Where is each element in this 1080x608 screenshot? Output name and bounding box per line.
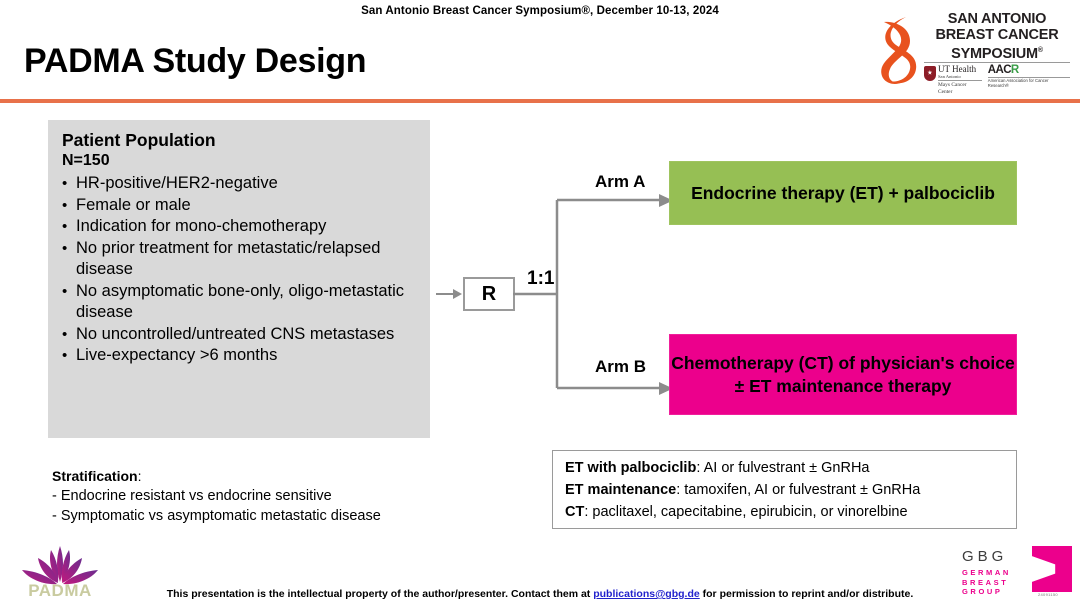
population-title: Patient Population — [62, 130, 216, 150]
copyright-footer: This presentation is the intellectual pr… — [0, 588, 1080, 600]
gbg-code: 24091150 — [1038, 592, 1058, 597]
population-n: N=150 — [62, 152, 110, 169]
randomization-node: R — [463, 277, 515, 311]
arm-b-treatment-box: Chemotherapy (CT) of physician's choice … — [669, 334, 1017, 415]
sabcs-logo-line1: SAN ANTONIO — [947, 11, 1047, 27]
legend-value: : tamoxifen, AI or fulvestrant ± GnRHa — [676, 482, 921, 498]
randomization-branch-lines — [513, 194, 673, 395]
legend-label: ET maintenance — [565, 482, 677, 498]
header-divider — [0, 99, 1080, 103]
symposium-header-line: San Antonio Breast Cancer Symposium®, De… — [361, 5, 719, 17]
arm-a-treatment-box: Endocrine therapy (ET) + palbociclib — [669, 161, 1017, 225]
gbg-name-line3: GROUP — [962, 587, 1003, 596]
gbg-initials: GBG — [962, 548, 1008, 565]
publications-email-link[interactable]: publications@gbg.de — [593, 588, 700, 600]
legend-line: ET with palbociclib: AI or fulvestrant ±… — [565, 457, 1006, 479]
sabcs-logo-line3: SYMPOSIUM® — [951, 45, 1043, 62]
list-item: Indication for mono-chemotherapy — [62, 216, 418, 238]
footer-text-before: This presentation is the intellectual pr… — [166, 588, 594, 600]
sabcs-ribbon-icon — [881, 17, 917, 85]
treatment-legend-box: ET with palbociclib: AI or fulvestrant ±… — [552, 450, 1017, 529]
stratification-colon: : — [137, 468, 142, 484]
gbg-logo: GBG GERMAN BREAST GROUP 24091150 — [962, 546, 1072, 597]
padma-wordmark: PADMA — [28, 581, 92, 600]
randomization-ratio: 1:1 — [527, 268, 555, 289]
page-title: PADMA Study Design — [24, 42, 367, 80]
gbg-name-line1: GERMAN — [962, 568, 1011, 577]
footer-text-after: for permission to reprint and/or distrib… — [699, 588, 914, 600]
list-item: HR-positive/HER2-negative — [62, 173, 418, 195]
sabcs-logo-line2: BREAST CANCER — [935, 26, 1059, 43]
ut-shield-icon — [924, 66, 936, 81]
list-item: No uncontrolled/untreated CNS metastases — [62, 324, 418, 346]
population-criteria-list: HR-positive/HER2-negative Female or male… — [62, 173, 418, 367]
stratification-item: - Symptomatic vs asymptomatic metastatic… — [52, 508, 381, 524]
legend-label: ET with palbociclib — [565, 460, 697, 476]
legend-value: : paclitaxel, capecitabine, epirubicin, … — [584, 504, 908, 520]
padma-lotus-icon — [22, 546, 98, 585]
logo-partners: UT Health San Antonio Mays Cancer Center… — [924, 64, 1070, 96]
legend-label: CT — [565, 504, 585, 520]
legend-value: : AI or fulvestrant ± GnRHa — [696, 460, 870, 476]
patient-population-box: Patient Population N=150 HR-positive/HER… — [48, 120, 430, 438]
inflow-arrow-icon — [436, 289, 462, 299]
list-item: No asymptomatic bone-only, oligo-metasta… — [62, 281, 418, 324]
ut-health-label: UT Health — [938, 64, 977, 74]
gbg-fullname: GERMAN BREAST GROUP — [962, 568, 1011, 597]
registered-mark: ® — [1037, 47, 1043, 54]
list-item: Live-expectancy >6 months — [62, 345, 418, 367]
sabcs-logo: SAN ANTONIO BREAST CANCER SYMPOSIUM® UT … — [876, 11, 1072, 96]
aacr-label: AACR — [987, 64, 1019, 76]
ut-sub1: San Antonio — [938, 73, 961, 79]
gbg-mark-icon — [1032, 546, 1072, 592]
legend-line: ET maintenance: tamoxifen, AI or fulvest… — [565, 479, 1006, 501]
stratification-item: - Endocrine resistant vs endocrine sensi… — [52, 488, 332, 504]
arm-b-label: Arm B — [595, 357, 647, 376]
list-item: Female or male — [62, 195, 418, 217]
stratification-block: Stratification: - Endocrine resistant vs… — [52, 466, 482, 526]
ut-health-logo: UT Health San Antonio Mays Cancer Center — [924, 65, 982, 96]
legend-line: CT: paclitaxel, capecitabine, epirubicin… — [565, 501, 1006, 523]
aacr-logo: AACR American Association for Cancer Res… — [987, 64, 1070, 89]
logo-divider — [924, 62, 1070, 63]
stratification-heading: Stratification — [52, 468, 138, 484]
list-item: No prior treatment for metastatic/relaps… — [62, 238, 418, 281]
aacr-sub: American Association for Cancer Research… — [987, 76, 1070, 89]
sabcs-logo-wordmark: SAN ANTONIO BREAST CANCER SYMPOSIUM® — [922, 11, 1072, 62]
arm-a-label: Arm A — [595, 172, 646, 191]
ut-sub2: Mays Cancer Center — [938, 80, 982, 96]
gbg-name-line2: BREAST — [962, 577, 1009, 587]
